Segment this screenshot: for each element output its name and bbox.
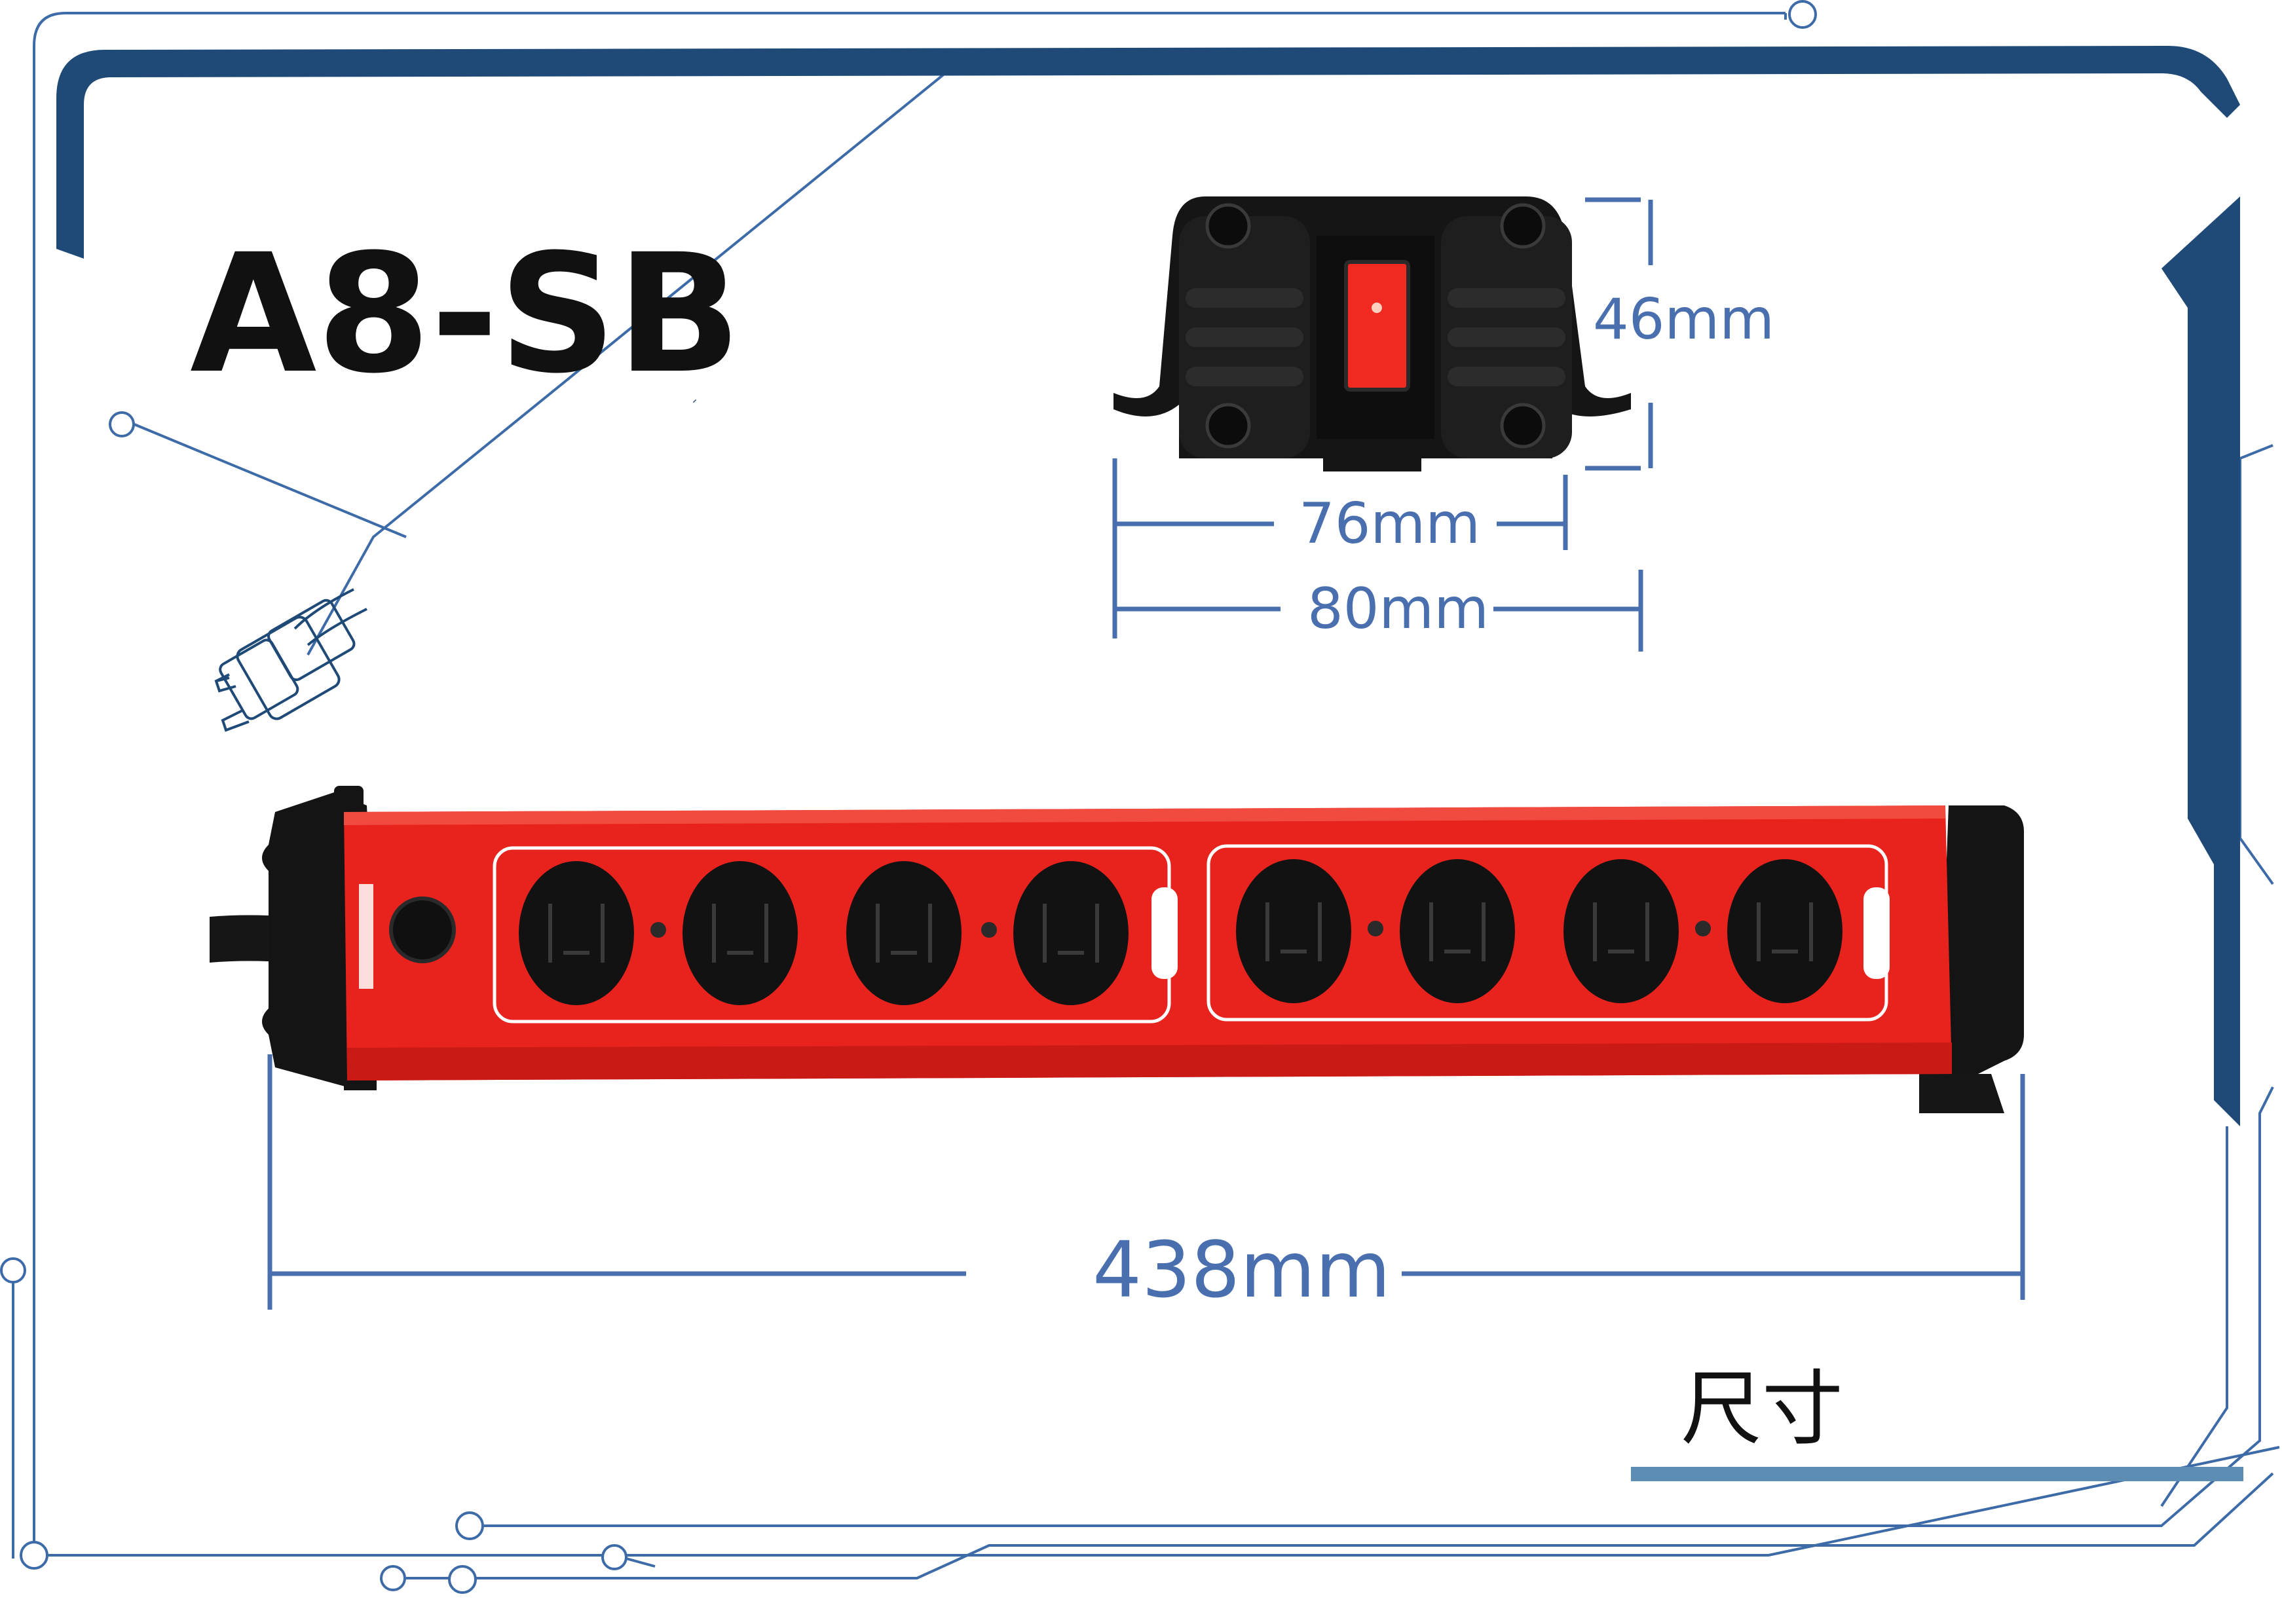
height-dimension-label: 46mm: [1593, 287, 1774, 352]
plug-line-icon: [214, 588, 367, 732]
blue-bracket-frame: [56, 46, 2240, 1126]
end-view-dimension-lines: [1112, 197, 1653, 652]
inner-width-dimension-label: 76mm: [1299, 491, 1480, 557]
section-label: 尺寸: [1681, 1362, 1844, 1456]
power-strip-illustration: [210, 786, 2024, 1113]
end-view-illustration: [1113, 196, 1631, 471]
outer-width-dimension-label: 80mm: [1307, 576, 1489, 642]
length-dimension-line: [267, 1054, 2025, 1310]
model-title: A8-SB: [190, 219, 741, 409]
length-dimension-label: 438mm: [1093, 1225, 1391, 1315]
section-underline: [1631, 1467, 2243, 1481]
